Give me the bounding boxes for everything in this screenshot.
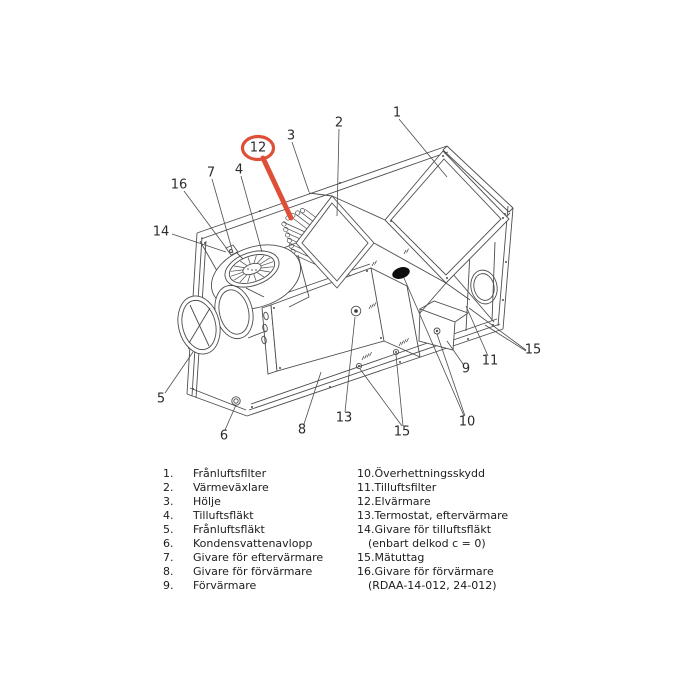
legend-number: 3. <box>163 495 174 508</box>
legend-label: Givare för eftervärmare <box>193 551 324 564</box>
legend-item: 7. Givare för eftervärmare <box>163 551 323 565</box>
legend-item: 9. Förvärmare <box>163 579 323 593</box>
callout-3: 3 <box>287 129 295 144</box>
filter-panel <box>384 150 510 284</box>
legend-item: 4. Tilluftsfläkt <box>163 509 323 523</box>
callout-1: 1 <box>393 106 401 121</box>
callout-8: 8 <box>298 423 306 438</box>
reset-hole <box>392 267 410 279</box>
legend-item: 13.Termostat, eftervärmare <box>357 509 508 523</box>
legend-number: 12. <box>357 495 375 508</box>
callout-15: 15 <box>394 425 411 440</box>
legend-label: Givare för förvärmare <box>193 565 313 578</box>
legend-number: 7. <box>163 551 174 564</box>
callout-12: 12 <box>250 141 267 156</box>
legend-label: Mätuttag <box>374 551 425 564</box>
measuring-nipple <box>355 362 363 370</box>
legend-number: 8. <box>163 565 174 578</box>
highlight-marker <box>240 134 294 221</box>
legend-label: Elvärmare <box>374 495 431 508</box>
lower-panel <box>261 263 421 375</box>
legend-item: 14.Givare för tilluftsfläkt <box>357 523 508 537</box>
highlight-circle <box>240 134 276 162</box>
callout-6: 6 <box>220 429 228 444</box>
thermostat-knob <box>350 305 362 317</box>
legend-label: Tilluftsfilter <box>374 481 437 494</box>
exhaust-spigots <box>177 284 267 355</box>
callout-13: 13 <box>336 411 353 426</box>
legend-label: Termostat, eftervärmare <box>374 509 509 522</box>
legend-sublabel: (enbart delkod c = 0) <box>368 537 486 550</box>
legend-number: 15. <box>357 551 375 564</box>
callout-7: 7 <box>207 166 215 181</box>
legend-number: 9. <box>163 579 174 592</box>
legend-label: Förvärmare <box>193 579 257 592</box>
legend-number: 5. <box>163 523 174 536</box>
legend-item: 6. Kondensvattenavlopp <box>163 537 323 551</box>
heat-exchanger <box>295 195 375 289</box>
legend-item: 1. Frånluftsfilter <box>163 467 323 481</box>
fan-impeller-vanes <box>230 255 274 283</box>
legend-number: 1. <box>163 467 174 480</box>
legend-item: 11.Tilluftsfilter <box>357 481 508 495</box>
legend-item: 10.Överhettningsskydd <box>357 467 508 481</box>
legend-label: Givare för tilluftsfläkt <box>374 523 492 536</box>
legend-label: Överhettningsskydd <box>374 467 486 480</box>
legend-number: 6. <box>163 537 174 550</box>
callout-9: 9 <box>462 362 470 377</box>
legend-item: 12.Elvärmare <box>357 495 508 509</box>
measuring-nipple <box>392 348 400 356</box>
callout-2: 2 <box>335 116 343 131</box>
legend-item: 2. Värmeväxlare <box>163 481 323 495</box>
callout-4: 4 <box>235 163 243 178</box>
fittings-and-sensors <box>231 248 471 406</box>
legend-number: 11. <box>357 481 375 494</box>
callout-16: 16 <box>171 178 188 193</box>
legend-number: 4. <box>163 509 174 522</box>
legend-label: Värmeväxlare <box>193 481 269 494</box>
legend-label: Givare för förvärmare <box>374 565 494 578</box>
legend-sublabel: (RDAA-14-012, 24-012) <box>368 579 497 592</box>
legend-item: 16.Givare för förvärmare <box>357 565 508 579</box>
legend-item: 5. Frånluftsfläkt <box>163 523 323 537</box>
legend-label: Frånluftsfilter <box>193 467 267 480</box>
callout-15: 15 <box>525 343 542 358</box>
callout-14: 14 <box>153 225 170 240</box>
legend-number: 10. <box>357 467 375 480</box>
callout-11: 11 <box>482 354 499 369</box>
condensate-drain <box>231 396 241 406</box>
legend-number: 14. <box>357 523 375 536</box>
legend-label: Hölje <box>193 495 221 508</box>
legend-item: 15.Mätuttag <box>357 551 508 565</box>
legend-number: 2. <box>163 481 174 494</box>
preheater-box <box>418 300 469 351</box>
legend-number: 16. <box>357 565 375 578</box>
legend-item: 3. Hölje <box>163 495 323 509</box>
legend-item: 8. Givare för förvärmare <box>163 565 323 579</box>
legend-label: Kondensvattenavlopp <box>193 537 313 550</box>
callout-10: 10 <box>459 415 476 430</box>
legend-number: 13. <box>357 509 375 522</box>
callout-5: 5 <box>157 392 165 407</box>
legend-label: Frånluftsfläkt <box>193 523 265 536</box>
highlight-leader <box>260 155 294 221</box>
legend-label: Tilluftsfläkt <box>193 509 254 522</box>
